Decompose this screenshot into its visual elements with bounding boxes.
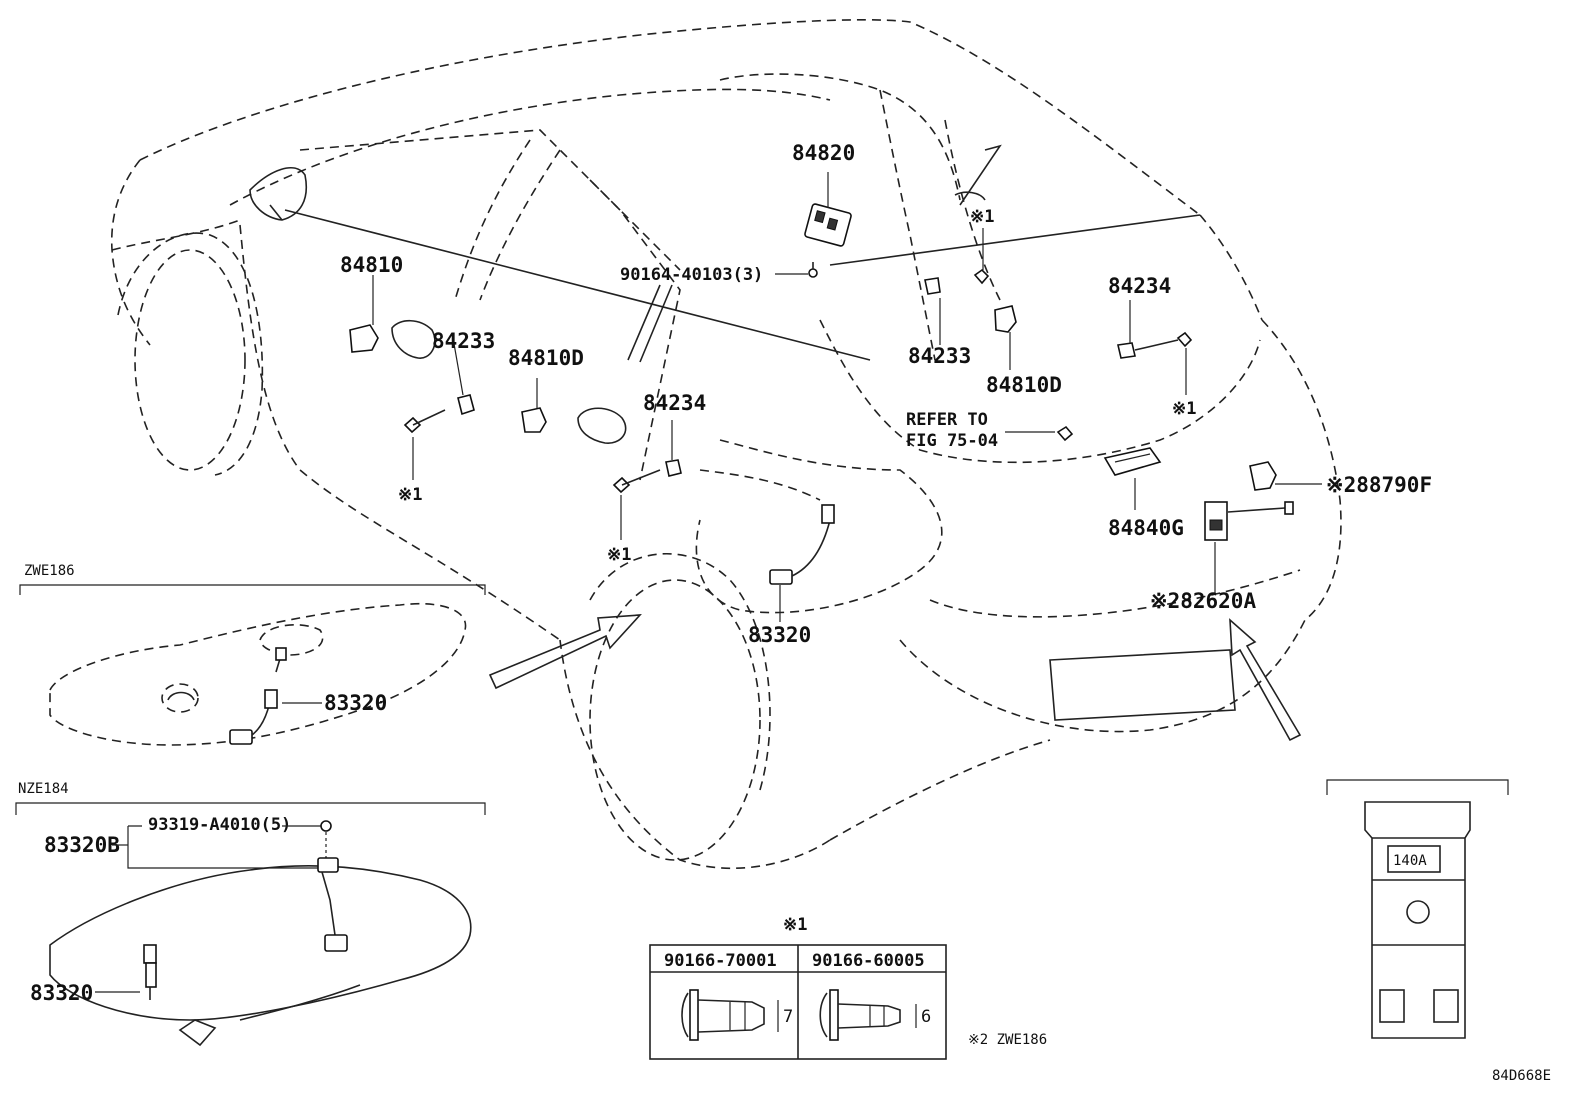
screw-d bbox=[1134, 331, 1193, 351]
inset-zwe186: ZWE186 83320 bbox=[19, 563, 486, 746]
label-refer-fig: FIG 75-04 bbox=[906, 431, 998, 451]
label-refer-to: REFER TO bbox=[906, 410, 988, 430]
inset-nze184: NZE184 93319-A4010(5) 83320B 83320 bbox=[15, 781, 486, 1047]
label-84233-b: 84233 bbox=[908, 344, 971, 368]
label-83320-nze: 83320 bbox=[30, 981, 93, 1005]
part-84820-switch bbox=[804, 203, 852, 247]
leader-lines bbox=[372, 172, 1322, 622]
note-zwe186: ※2 ZWE186 bbox=[968, 1032, 1047, 1048]
part-84234-switch-a bbox=[665, 459, 682, 477]
part-88790F bbox=[1249, 461, 1277, 491]
screw-c bbox=[973, 268, 990, 285]
part-83320-fuel-gauge-main bbox=[769, 504, 835, 585]
part-84233-courtesy-switch-a bbox=[457, 394, 475, 416]
part-84810D-switch-a bbox=[521, 407, 547, 433]
note-marker-1c: ※1 bbox=[970, 207, 994, 227]
fuse-inset: 140A bbox=[1326, 779, 1509, 1039]
label-93319-A4010: 93319-A4010(5) bbox=[148, 815, 291, 835]
table-note-title: ※1 bbox=[783, 915, 807, 935]
label-83320-zwe: 83320 bbox=[324, 691, 387, 715]
part-84233-courtesy-switch-b bbox=[924, 277, 941, 295]
note-marker-1b: ※1 bbox=[607, 545, 631, 565]
part-82620A-block bbox=[1204, 501, 1294, 541]
label-88790F: ※288790F bbox=[1326, 473, 1432, 497]
bolt-90164 bbox=[808, 262, 818, 278]
label-84840G: 84840G bbox=[1108, 516, 1184, 540]
label-84234-a: 84234 bbox=[643, 391, 706, 415]
fuse-rating: 140A bbox=[1393, 853, 1427, 869]
screw-b bbox=[612, 469, 661, 494]
note-marker-1d: ※1 bbox=[1172, 399, 1196, 419]
clip-table: ※1 90166-70001 90166-60005 7 6 bbox=[649, 915, 947, 1060]
label-90164-40103: 90164-40103(3) bbox=[620, 265, 763, 285]
screw-refer bbox=[1056, 425, 1074, 442]
screw-a bbox=[403, 409, 446, 434]
label-84810D-a: 84810D bbox=[508, 346, 584, 370]
car-body-outline bbox=[110, 19, 1342, 870]
label-83320B: 83320B bbox=[44, 833, 120, 857]
view-arrow-right bbox=[1229, 618, 1302, 742]
label-84810D-b: 84810D bbox=[986, 373, 1062, 397]
label-84234-b: 84234 bbox=[1108, 274, 1171, 298]
part-84810-switch bbox=[349, 324, 379, 353]
label-84810: 84810 bbox=[340, 253, 403, 277]
inset-zwe186-title: ZWE186 bbox=[24, 563, 75, 579]
table-col1-header: 90166-70001 bbox=[664, 951, 777, 971]
diagram-code: 84D668E bbox=[1492, 1068, 1551, 1084]
part-84234-switch-b bbox=[1117, 342, 1136, 359]
label-83320-main: 83320 bbox=[748, 623, 811, 647]
table-col2-header: 90166-60005 bbox=[812, 951, 925, 971]
table-dim1: 7 bbox=[783, 1007, 793, 1027]
table-dim2: 6 bbox=[921, 1007, 931, 1027]
label-84820: 84820 bbox=[792, 141, 855, 165]
part-84810D-switch-b bbox=[994, 305, 1017, 333]
note-marker-1a: ※1 bbox=[398, 485, 422, 505]
part-84840G-switch bbox=[1103, 447, 1162, 476]
view-arrow-left bbox=[488, 614, 642, 690]
label-82620A: ※282620A bbox=[1150, 589, 1256, 613]
inset-nze184-title: NZE184 bbox=[18, 781, 69, 797]
label-84233-a: 84233 bbox=[432, 329, 495, 353]
